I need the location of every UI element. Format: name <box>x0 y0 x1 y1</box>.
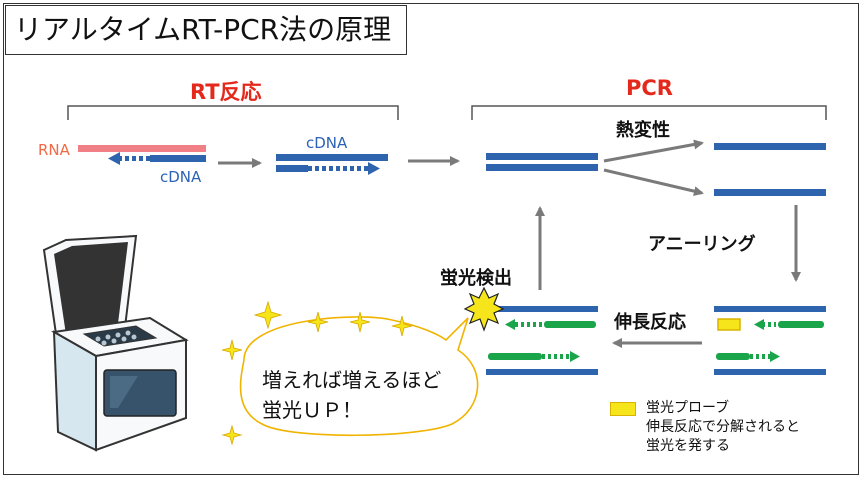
page-title: リアルタイムRT-PCR法の原理 <box>5 5 407 55</box>
cdna-label-1: cDNA <box>160 168 202 186</box>
annealed-bottom-strand <box>714 369 826 375</box>
probe-legend-swatch <box>610 402 636 416</box>
primer-head-l2 <box>570 351 580 362</box>
rna-label: RNA <box>38 141 70 159</box>
single-strand-bottom <box>714 189 826 196</box>
speech-bubble <box>239 316 479 437</box>
thermal-cycler-icon <box>42 234 189 452</box>
fluorescence-flash-icon <box>463 286 505 332</box>
step-detection: 蛍光検出 <box>440 268 512 289</box>
annealed-top-strand <box>714 306 826 312</box>
rt-bracket <box>67 105 399 120</box>
step-extension: 伸長反応 <box>614 312 686 333</box>
legend-line-1: 蛍光プローブ <box>646 400 730 416</box>
step-annealing: アニーリング <box>648 234 756 255</box>
primer-head-r2 <box>770 351 780 362</box>
arrow-denature-down <box>603 168 704 197</box>
step-denature: 熱変性 <box>616 120 670 141</box>
pcr-bracket <box>471 105 827 120</box>
cdna-label-2: cDNA <box>306 134 348 152</box>
extended-bottom-strand <box>486 369 598 375</box>
legend-line-2: 伸長反応で分解されると <box>646 419 800 435</box>
primer-head-r1 <box>754 319 764 330</box>
cdna-arrowhead-left <box>108 152 120 165</box>
single-strand-top <box>714 143 826 150</box>
primer-head-l1 <box>505 319 515 330</box>
primer-solid-l1 <box>544 321 596 328</box>
primer-solid-l2 <box>488 353 542 360</box>
bubble-line-2: 蛍光ＵＰ！ <box>262 398 362 422</box>
outer-frame <box>3 3 859 475</box>
extended-top-strand <box>486 306 598 312</box>
legend-line-3: 蛍光を発する <box>646 438 730 454</box>
primer-solid-r1 <box>778 321 824 328</box>
rna-strand <box>78 145 206 152</box>
rt-section-heading: RT反応 <box>190 80 262 104</box>
bubble-line-1: 増えれば増えるほど <box>262 368 442 392</box>
primer-solid-r2 <box>716 353 750 360</box>
cdna-strand-solid <box>150 155 206 162</box>
pcr-section-heading: PCR <box>626 76 673 100</box>
sparkle-icon <box>221 300 413 446</box>
pcr-template-bottom <box>486 164 598 171</box>
cdna-bottom-solid <box>276 165 308 172</box>
cdna-arrowhead-right <box>368 162 380 175</box>
arrow-denature-up <box>603 139 704 163</box>
cdna-top-strand <box>276 154 388 161</box>
probe-right <box>717 318 741 331</box>
pcr-template-top <box>486 153 598 160</box>
